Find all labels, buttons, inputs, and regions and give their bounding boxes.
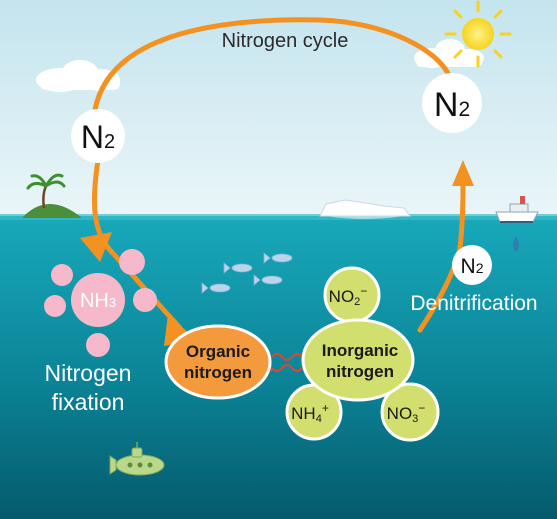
sea-surface-line — [0, 214, 557, 220]
no2-label: NO2− — [329, 284, 368, 308]
submarine-icon — [109, 442, 165, 476]
n2-top-right-label: N2 — [434, 86, 470, 124]
organic-nitrogen-label-line1: Organic — [186, 342, 250, 361]
n2-top-left-label: N2 — [81, 119, 115, 155]
iceberg-icon — [319, 199, 411, 219]
cycle-arrow — [91, 17, 466, 333]
arrow-head-down — [80, 232, 112, 262]
ship-drop-icon — [513, 236, 519, 252]
nh4-label: NH4+ — [291, 401, 329, 425]
no3-label: NO3− — [387, 401, 426, 425]
exchange-arrows — [271, 353, 303, 372]
nitrogen-fixation-label-line2: fixation — [52, 389, 125, 415]
nh3-label: NH3 — [80, 290, 116, 312]
diagram-title: Nitrogen cycle — [222, 30, 349, 52]
organic-nitrogen-node — [164, 324, 272, 400]
inorganic-cluster — [285, 266, 440, 442]
inorganic-nitrogen-label-line1: Inorganic — [322, 341, 399, 360]
n2-small-node — [452, 245, 492, 285]
n2-top-right-node — [422, 73, 482, 133]
inorganic-nitrogen-label-line2: nitrogen — [326, 362, 394, 381]
denitrification-label: Denitrification — [410, 292, 537, 315]
n2-top-left-node — [71, 109, 125, 163]
ship-icon — [495, 196, 539, 223]
arrow-head-up — [452, 160, 474, 186]
nitrogen-fixation-label-line1: Nitrogen — [45, 360, 132, 386]
sun-icon — [444, 0, 512, 68]
fish-group-icon — [201, 252, 293, 294]
n2-small-label: N2 — [461, 255, 484, 278]
organic-nitrogen-label-line2: nitrogen — [184, 363, 252, 382]
nh3-cluster — [44, 249, 157, 357]
island-icon — [22, 173, 82, 218]
